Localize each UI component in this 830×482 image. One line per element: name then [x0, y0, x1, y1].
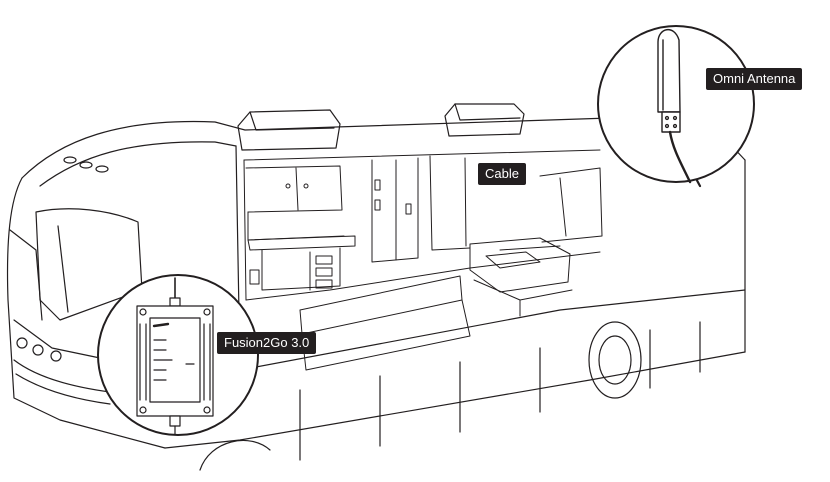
roof-ac-units	[237, 103, 525, 151]
omni-antenna-label: Omni Antenna	[706, 68, 803, 90]
cable-label: Cable	[478, 163, 526, 185]
omni-antenna-icon	[657, 29, 692, 184]
fusion2go-label: Fusion2Go 3.0	[217, 332, 317, 354]
booster-detail-callout	[97, 274, 259, 436]
signal-booster-icon	[136, 277, 214, 435]
antenna-detail-callout	[597, 25, 755, 184]
rv-body	[6, 111, 746, 471]
rv-interior	[243, 149, 603, 371]
